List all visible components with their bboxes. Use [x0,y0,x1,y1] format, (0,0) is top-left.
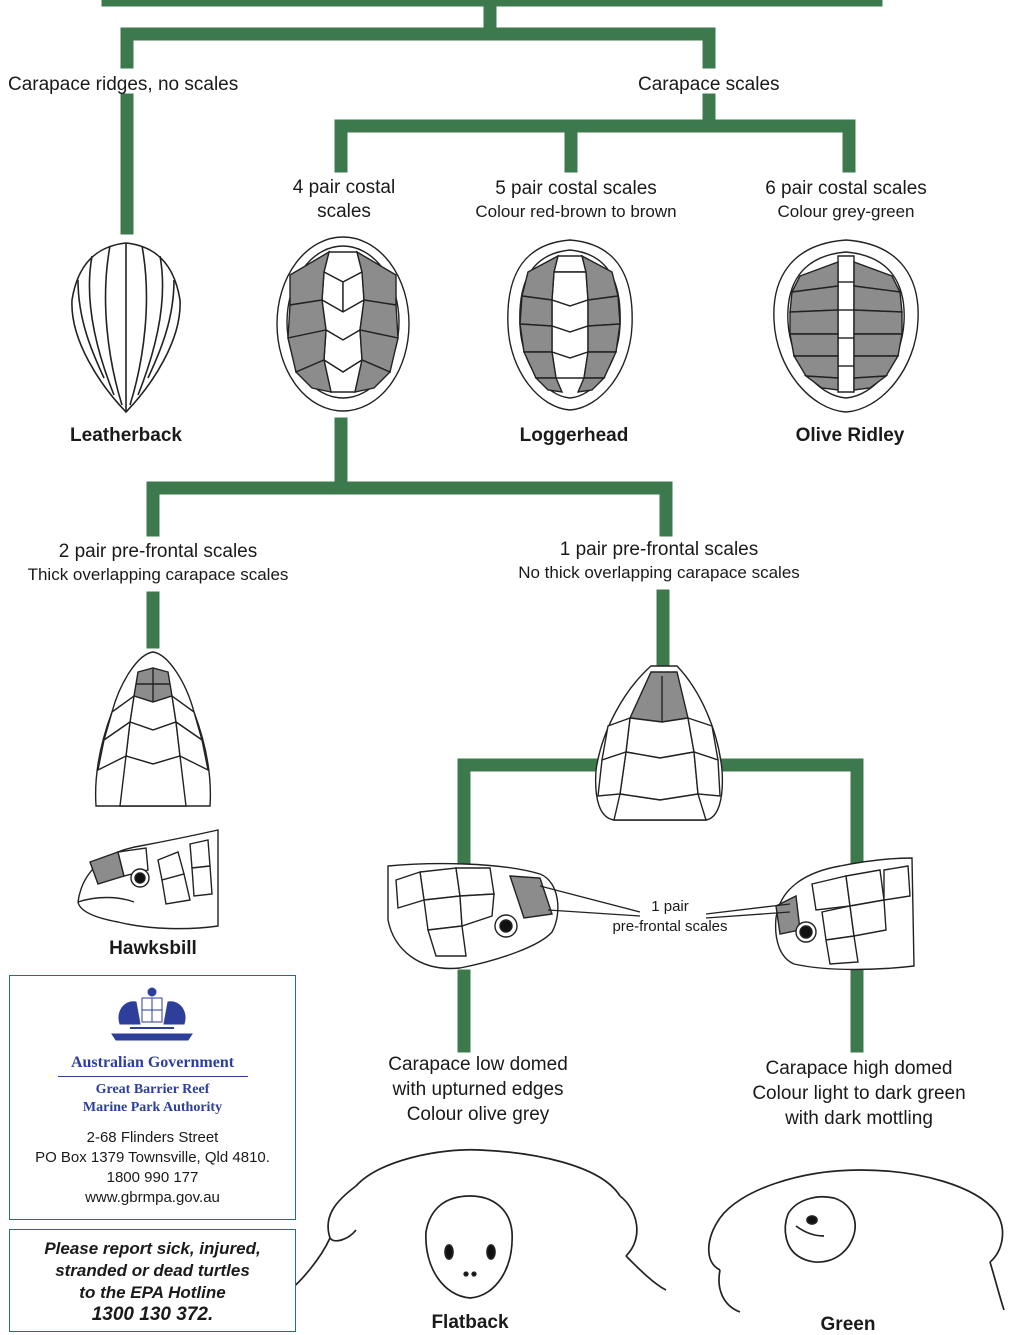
five-pair-line1: 5 pair costal scales [462,177,690,201]
four-pair-line2: scales [282,200,406,224]
report-hotline-box: Please report sick, injured, stranded or… [9,1229,296,1332]
four-pair-line1: 4 pair costal [282,176,406,200]
branch-high-domed-label: Carapace high domed Colour light to dark… [740,1056,978,1131]
high-domed-line2: Colour light to dark green [740,1081,978,1106]
report-line2: stranded or dead turtles [10,1260,295,1282]
species-leatherback: Leatherback [66,425,186,447]
address-line2: PO Box 1379 Townsville, Qld 4810. [10,1148,295,1168]
report-line1: Please report sick, injured, [10,1238,295,1260]
branch-scales-text: Carapace scales [638,73,780,97]
leatherback-carapace-illustration [72,243,180,412]
hawksbill-head-side-illustration [78,830,218,929]
low-domed-line2: with upturned edges [372,1077,584,1102]
phone-number: 1800 990 177 [10,1168,295,1188]
two-prefrontal-line2: Thick overlapping carapace scales [12,564,304,586]
gov-line1: Australian Government [10,1054,295,1072]
five-pair-line2: Colour red-brown to brown [462,201,690,223]
green-body-illustration [709,1170,1004,1312]
species-olive-ridley: Olive Ridley [788,425,912,447]
coat-of-arms-icon [106,984,198,1046]
six-pair-line2: Colour grey-green [755,201,937,223]
callout-line2: pre-frontal scales [600,917,740,937]
two-prefrontal-line1: 2 pair pre-frontal scales [12,540,304,564]
high-domed-line1: Carapace high domed [740,1056,978,1081]
hotline-number: 1300 130 372. [10,1304,295,1326]
four-pair-carapace-illustration [277,237,409,411]
gov-divider [58,1076,248,1077]
one-prefrontal-head-top-illustration [596,666,723,820]
flatback-body-illustration [290,1150,666,1298]
species-flatback: Flatback [410,1312,530,1334]
green-head-side-illustration [776,858,914,970]
loggerhead-carapace-illustration [508,240,632,410]
low-domed-line3: Colour olive grey [372,1102,584,1127]
species-green: Green [788,1314,908,1335]
website: www.gbrmpa.gov.au [10,1188,295,1208]
branch-one-prefrontal-label: 1 pair pre-frontal scales No thick overl… [500,538,818,584]
species-loggerhead: Loggerhead [512,425,636,447]
callout-line1: 1 pair [600,897,740,917]
address-line1: 2-68 Flinders Street [10,1128,295,1148]
branch-ridges-label: Carapace ridges, no scales [8,73,238,97]
branch-four-pair-label: 4 pair costal scales [282,176,406,224]
six-pair-line1: 6 pair costal scales [755,177,937,201]
gov-line3: Marine Park Authority [10,1100,295,1116]
branch-ridges-text: Carapace ridges, no scales [8,73,238,97]
high-domed-line3: with dark mottling [740,1106,978,1131]
olive-ridley-carapace-illustration [774,240,918,412]
branch-low-domed-label: Carapace low domed with upturned edges C… [372,1052,584,1127]
branch-six-pair-label: 6 pair costal scales Colour grey-green [755,177,937,223]
low-domed-line1: Carapace low domed [372,1052,584,1077]
branch-two-prefrontal-label: 2 pair pre-frontal scales Thick overlapp… [12,540,304,586]
branch-scales-label: Carapace scales [638,73,780,97]
gov-line2: Great Barrier Reef [10,1082,295,1098]
one-prefrontal-line1: 1 pair pre-frontal scales [500,538,818,562]
report-line3: to the EPA Hotline [10,1282,295,1304]
one-pair-prefrontal-callout: 1 pair pre-frontal scales [600,897,740,937]
hawksbill-head-top-illustration [96,652,211,806]
branch-five-pair-label: 5 pair costal scales Colour red-brown to… [462,177,690,223]
species-hawksbill: Hawksbill [93,938,213,960]
one-prefrontal-line2: No thick overlapping carapace scales [500,562,818,584]
gbrmpa-contact-box: Australian Government Great Barrier Reef… [9,975,296,1220]
flatback-head-side-illustration [388,864,558,969]
